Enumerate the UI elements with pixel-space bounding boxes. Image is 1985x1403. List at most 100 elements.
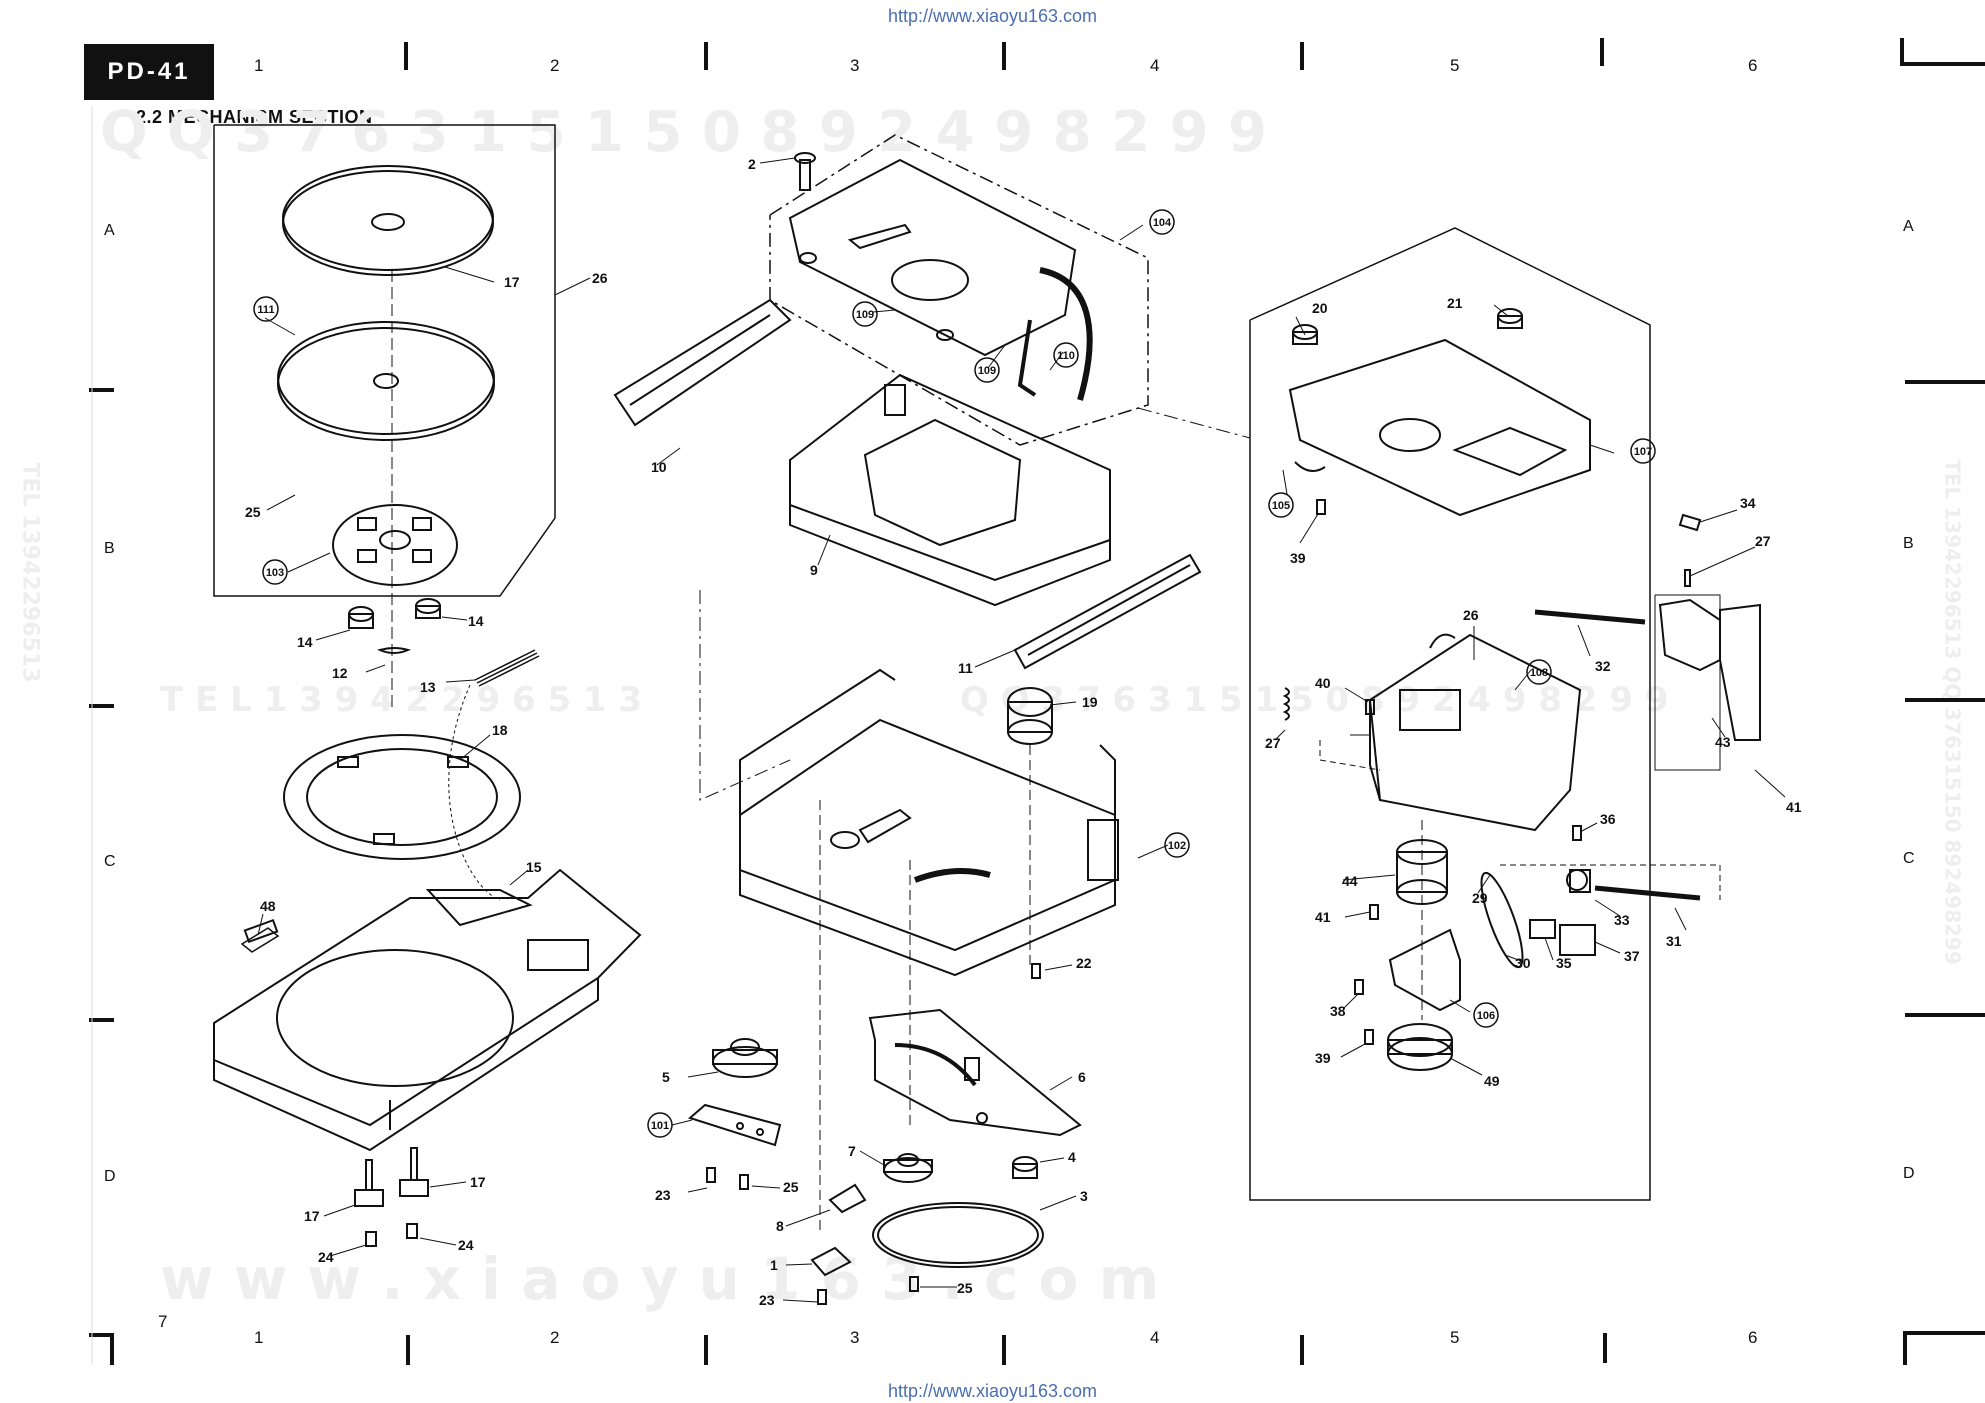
part-label-10: 10	[651, 459, 667, 475]
grid-corner-number: 7	[158, 1312, 168, 1331]
grid-row-right-c: C	[1903, 850, 1915, 867]
source-url-bottom[interactable]: http://www.xiaoyu163.com	[887, 1381, 1098, 1401]
part-label-107: 107	[1634, 446, 1652, 458]
disc-assembly-group	[213, 124, 556, 710]
part-label-12: 12	[332, 665, 348, 681]
part-label-23a: 23	[655, 1187, 671, 1203]
grid-row-right-b: B	[1903, 535, 1914, 552]
part-label-49: 49	[1484, 1073, 1500, 1089]
circled-part-labels: 111 103 104 109 109 110 102 101 107 105 …	[257, 217, 1652, 1132]
part-label-47: 43	[1715, 734, 1731, 750]
tray-part	[213, 868, 642, 1152]
part-label-25a: 25	[783, 1179, 799, 1195]
part-label-111: 111	[257, 304, 274, 316]
grid-col-top-3: 3	[850, 56, 860, 75]
grid-col-top-4: 4	[1150, 56, 1160, 75]
grid-row-left-c: C	[104, 853, 116, 870]
callout-circles	[253, 209, 1656, 1138]
middle-frame	[613, 298, 1202, 670]
part-label-44b: 41	[1315, 909, 1331, 925]
part-label-20: 20	[1312, 300, 1328, 316]
leader-lines	[257, 157, 1786, 1303]
bottom-chassis	[699, 590, 1119, 1230]
model-badge: PD-41	[84, 44, 214, 100]
part-label-7: 7	[848, 1143, 856, 1159]
grid-col-bottom-5: 5	[1450, 1328, 1460, 1347]
part-label-109b: 109	[978, 365, 996, 377]
part-label-25b: 25	[957, 1280, 973, 1296]
part-label-8: 8	[776, 1218, 784, 1234]
watermark-bottom: w w w . x i a o y u 1 6 3 . c o m	[160, 1245, 1159, 1313]
part-label-4: 4	[1068, 1149, 1076, 1165]
watermark-top-digits: Q Q 3 7 6 3 1 5 1 5 0 8 9 2 4 9 8 2 9 9	[100, 100, 1268, 165]
part-label-33: 30	[1515, 955, 1531, 971]
part-label-35: 32	[1595, 658, 1611, 674]
source-url-top[interactable]: http://www.xiaoyu163.com	[887, 6, 1098, 26]
part-label-14a: 14	[297, 634, 313, 650]
part-label-46: 44	[1342, 873, 1358, 889]
frame-marks	[89, 38, 1985, 1365]
part-label-40: 37	[1624, 948, 1640, 964]
gear-and-plate	[687, 1038, 782, 1147]
grid-col-top-6: 6	[1748, 56, 1758, 75]
part-label-104: 104	[1153, 217, 1172, 229]
grid-row-left-d: D	[104, 1168, 116, 1185]
part-label-14b: 14	[468, 613, 484, 629]
grid-col-top-5: 5	[1450, 56, 1460, 75]
part-label-9: 9	[810, 562, 818, 578]
part-label-37: 34	[1740, 495, 1756, 511]
grid-col-bottom-1: 1	[254, 1328, 264, 1347]
part-label-45: 41	[1786, 799, 1802, 815]
part-label-16: 15	[526, 859, 542, 875]
part-label-11: 11	[958, 660, 973, 676]
grid-row-left-a: A	[104, 222, 115, 239]
part-label-41: 38	[1330, 1003, 1346, 1019]
part-label-106: 106	[1477, 1010, 1495, 1022]
part-label-34: 31	[1666, 933, 1682, 949]
top-cover-assembly	[769, 134, 1149, 446]
part-label-103: 103	[266, 567, 284, 579]
part-label-23b: 23	[759, 1292, 775, 1308]
ring-part	[283, 734, 521, 860]
part-label-32: 29	[1472, 890, 1488, 906]
spacers-and-spring	[348, 598, 540, 901]
part-label-36: 33	[1614, 912, 1630, 928]
part-label-48: 48	[260, 898, 276, 914]
part-label-1: 1	[770, 1257, 778, 1273]
part-label-108: 108	[1530, 667, 1548, 679]
part-label-30: 27	[1265, 735, 1281, 751]
watermark-mid-left: T E L 1 3 9 4 2 2 9 6 5 1 3	[160, 680, 643, 720]
feet-and-screws	[354, 1147, 429, 1247]
grid-col-top-1: 1	[254, 56, 264, 75]
part-label-2: 2	[748, 156, 756, 172]
grid-col-bottom-2: 2	[550, 1328, 560, 1347]
part-label-13: 13	[420, 679, 436, 695]
part-label-21: 21	[1447, 295, 1463, 311]
part-label-17b: 17	[470, 1174, 486, 1190]
part-label-24b: 24	[458, 1237, 474, 1253]
part-label-24a: 24	[318, 1249, 334, 1265]
part-label-101: 101	[651, 1120, 669, 1132]
part-label-26: 25	[245, 504, 261, 520]
pickup-assembly-group	[1137, 227, 1761, 1201]
part-label-39: 36	[1600, 811, 1616, 827]
part-label-3: 3	[1080, 1188, 1088, 1204]
part-label-22: 22	[1076, 955, 1092, 971]
part-label-5: 5	[662, 1069, 670, 1085]
grid-col-bottom-6: 6	[1748, 1328, 1758, 1347]
part-label-110: 110	[1057, 350, 1075, 362]
part-label-31: 27	[1755, 533, 1771, 549]
part-label-15: 17	[504, 274, 520, 290]
part-label-27: 26	[592, 270, 608, 286]
part-label-43: 39	[1290, 550, 1306, 566]
watermark-mid-right: Q Q 3 7 6 3 1 5 1 5 0 8 9 2 4 9 8 2 9 9	[960, 680, 1669, 720]
part-label-18: 18	[492, 722, 508, 738]
part-label-105: 105	[1272, 500, 1290, 512]
grid-row-right-a: A	[1903, 218, 1914, 235]
grid-row-left-b: B	[104, 540, 115, 557]
part-label-19: 19	[1082, 694, 1098, 710]
section-title: 2.2 MECHANISM SECTION	[136, 107, 373, 127]
part-label-17a: 17	[304, 1208, 320, 1224]
part-label-44a: 40	[1315, 675, 1331, 691]
